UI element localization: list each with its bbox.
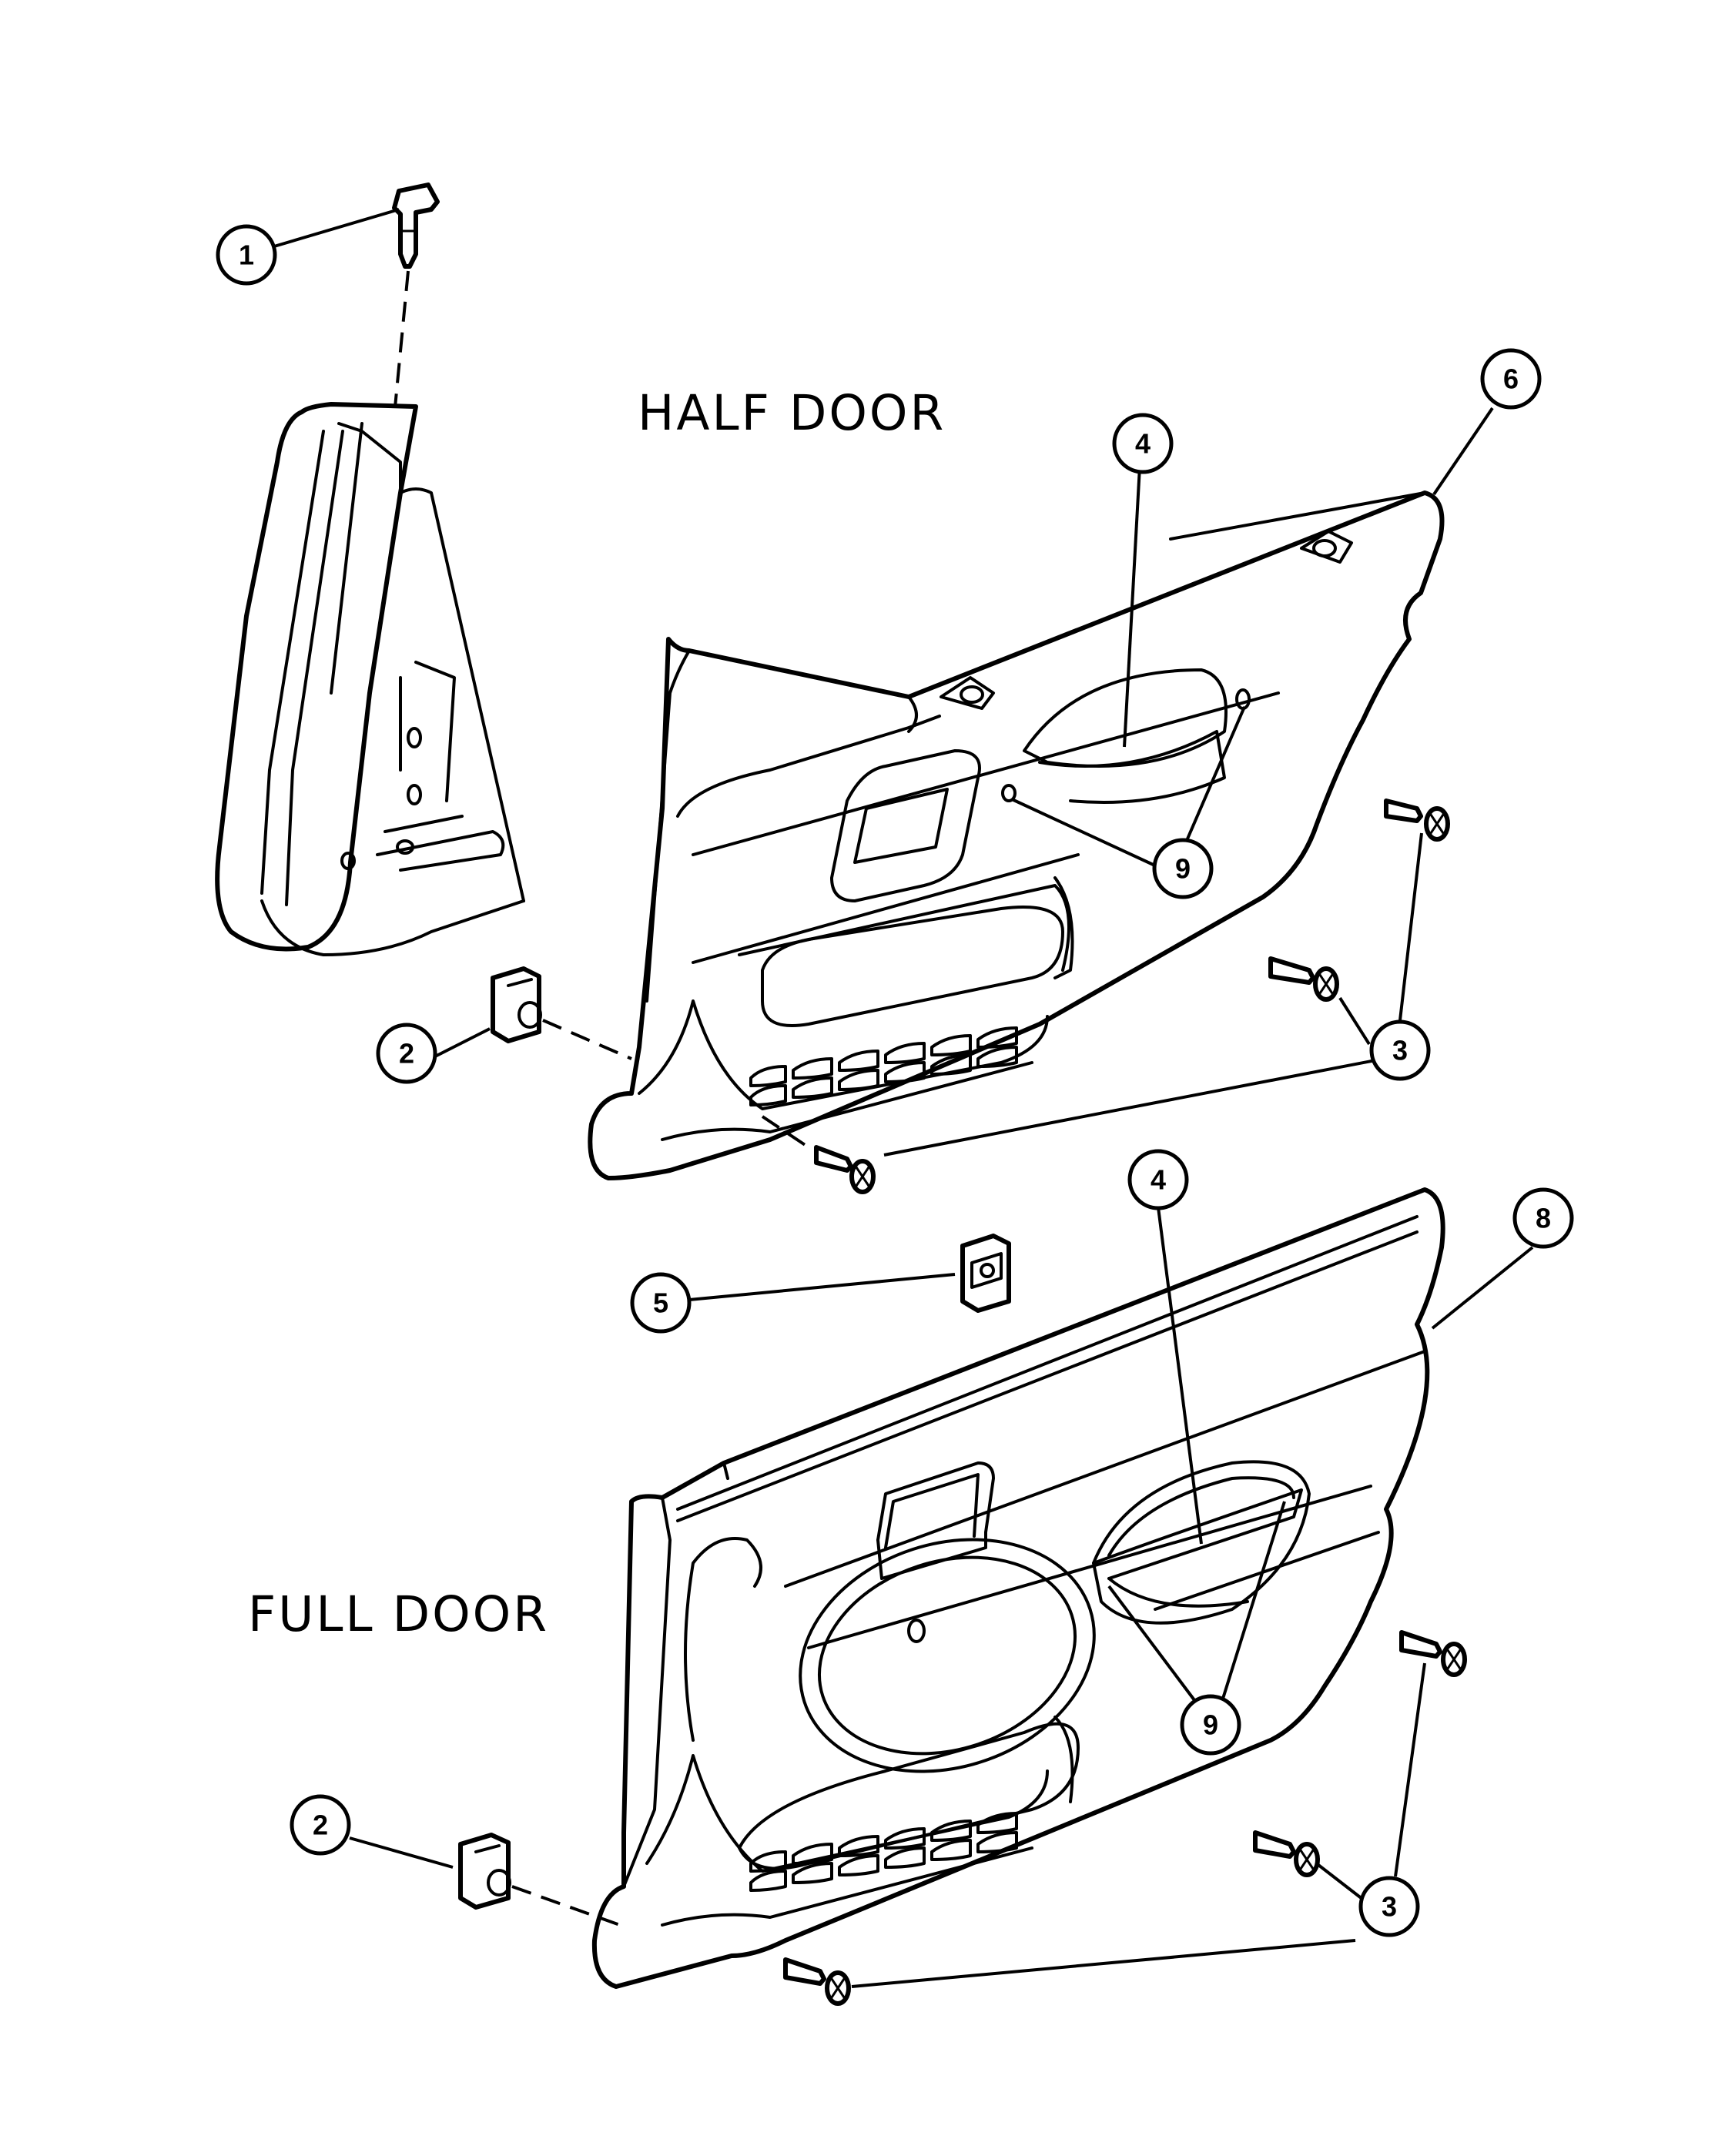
full-door-screws: [783, 1630, 1467, 2006]
callout-5: 5: [630, 1272, 692, 1334]
callout-3-half-number: 3: [1392, 1035, 1408, 1066]
callout-6-number: 6: [1503, 363, 1519, 395]
half-door-trim-panel: [588, 490, 1445, 1180]
half-door-title: HALF DOOR: [638, 385, 946, 441]
full-door-pocket-ribs: [749, 1812, 1018, 1892]
callout-5-number: 5: [653, 1287, 668, 1319]
callout-1: 1: [216, 224, 277, 286]
half-door-screws: [761, 798, 1450, 1194]
callout-2-full-number: 2: [313, 1810, 328, 1841]
callout-9-half-number: 9: [1175, 853, 1191, 885]
leader-lines: [273, 208, 1534, 1988]
callout-4-full-number: 4: [1151, 1164, 1166, 1196]
callout-4-half-number: 4: [1135, 428, 1151, 460]
half-door-clip: [491, 966, 632, 1060]
callout-2-half-number: 2: [399, 1038, 414, 1070]
callout-8: 8: [1512, 1187, 1574, 1249]
callout-6: 6: [1480, 348, 1542, 410]
callout-9-half-door: 9: [1152, 838, 1214, 899]
callout-3-full-door: 3: [1358, 1876, 1420, 1937]
full-door-trim-panel: [591, 1187, 1445, 1989]
part-5-clip-nut: [960, 1234, 1011, 1313]
door-shell: [215, 402, 525, 956]
callout-2-full-door: 2: [290, 1794, 351, 1856]
half-door-pocket-ribs: [749, 1026, 1018, 1106]
callout-8-number: 8: [1536, 1203, 1551, 1234]
callout-1-number: 1: [239, 239, 254, 271]
full-door-title: FULL DOOR: [248, 1586, 549, 1642]
callout-9-full-door: 9: [1180, 1694, 1241, 1756]
callout-9-full-number: 9: [1203, 1709, 1218, 1741]
callout-3-half-door: 3: [1369, 1019, 1431, 1081]
callout-4-half-door: 4: [1112, 413, 1174, 474]
callout-3-full-number: 3: [1382, 1891, 1397, 1923]
part-1-lock-knob: [391, 182, 440, 432]
callout-4-full-door: 4: [1127, 1149, 1189, 1210]
full-door-clip: [458, 1833, 621, 1927]
callout-2-half-door: 2: [376, 1023, 437, 1084]
